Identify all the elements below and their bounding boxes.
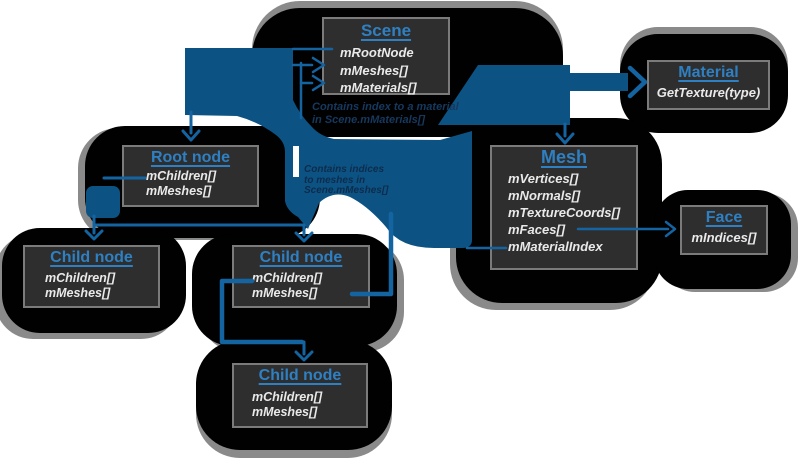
face-box: Face mIndices[]: [680, 205, 768, 255]
mesh-field-mmaterialindex: mMaterialIndex: [508, 239, 603, 254]
root-node-box: Root node mChildren[] mMeshes[]: [122, 145, 259, 207]
material-index-annotation: Contains index to a material in Scene.mM…: [312, 101, 459, 126]
mesh-title: Mesh: [540, 147, 587, 167]
mesh-field-mtexturecoords: mTextureCoords[]: [508, 205, 621, 220]
material-annotation-line1: Contains index to a material: [312, 101, 459, 113]
child3-field-mmeshes: mMeshes[]: [252, 404, 318, 419]
root-node-title: Root node: [150, 149, 231, 166]
mesh-box: Mesh mVertices[] mNormals[] mTextureCoor…: [490, 145, 638, 270]
face-title: Face: [705, 209, 743, 226]
face-field-mindices: mIndices[]: [691, 230, 757, 245]
mesh-annotation-line1: Contains indices: [304, 164, 385, 175]
child-node-3-box: Child node mChildren[] mMeshes[]: [232, 363, 368, 428]
root-field-mchildren: mChildren[]: [146, 169, 217, 183]
child-node-2-title: Child node: [259, 249, 343, 266]
material-annotation-line2: in Scene.mMaterials[]: [312, 113, 426, 126]
child-node-1-box: Child node mChildren[] mMeshes[]: [23, 245, 160, 308]
scene-field-mmaterials: mMaterials[]: [340, 80, 417, 95]
scene-field-mrootnode: mRootNode: [340, 45, 414, 60]
child-node-3-title: Child node: [258, 367, 342, 384]
mesh-annotation-line3: Scene.mMeshes[]: [304, 185, 389, 196]
scene-field-mmeshes: mMeshes[]: [340, 62, 408, 78]
mesh-field-mvertices: mVertices[]: [508, 171, 579, 186]
scene-title: Scene: [360, 21, 412, 40]
material-box: Material GetTexture(type): [647, 60, 770, 110]
material-field-gettexture: GetTexture(type): [656, 85, 761, 100]
mesh-indices-annotation: Contains indices to meshes in Scene.mMes…: [304, 164, 389, 197]
child1-field-mchildren: mChildren[]: [45, 271, 116, 285]
mesh-field-mfaces: mFaces[]: [508, 222, 566, 237]
child3-field-mchildren: mChildren[]: [252, 390, 323, 404]
child2-field-mchildren: mChildren[]: [252, 271, 323, 285]
child1-field-mmeshes: mMeshes[]: [45, 285, 111, 300]
scene-box: Scene mRootNode mMeshes[] mMaterials[]: [322, 17, 450, 95]
child-node-1-title: Child node: [50, 249, 133, 266]
root-field-mmeshes: mMeshes[]: [146, 183, 212, 198]
mesh-field-mnormals: mNormals[]: [508, 188, 581, 203]
child2-field-mmeshes: mMeshes[]: [252, 285, 318, 300]
child-node-2-box: Child node mChildren[] mMeshes[]: [232, 245, 370, 308]
material-title: Material: [678, 64, 739, 81]
